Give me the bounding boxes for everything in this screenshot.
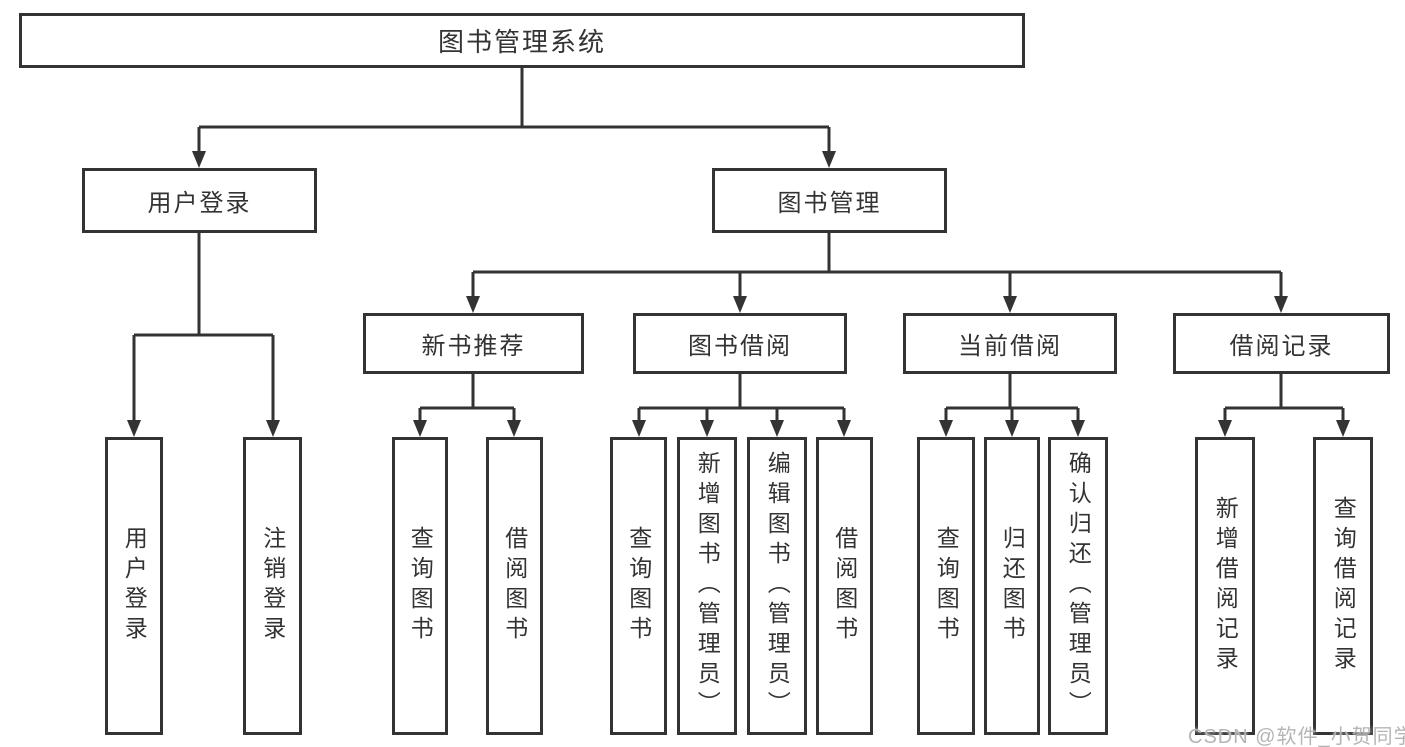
- connector-root: [197, 68, 831, 153]
- node-user-login: 用户登录: [82, 168, 317, 233]
- node-br-query-record: 查询借阅记录: [1313, 437, 1373, 735]
- node-current-borrowing: 当前借阅: [903, 313, 1117, 374]
- node-book-management-label: 图书管理: [777, 190, 882, 217]
- node-nb-query-books-label: 查询图书: [407, 526, 434, 646]
- node-borrowing-records-label: 借阅记录: [1229, 333, 1334, 360]
- node-current-borrowing-label: 当前借阅: [958, 333, 1062, 360]
- node-library-management-system-label: 图书管理系统: [437, 27, 606, 57]
- node-book-borrowing: 图书借阅: [633, 313, 847, 374]
- node-user-login-action: 用户登录: [105, 437, 163, 735]
- node-new-book-recommend: 新书推荐: [363, 313, 584, 374]
- node-borrowing-records: 借阅记录: [1173, 313, 1390, 374]
- node-cb-query-books-label: 查询图书: [933, 526, 960, 646]
- connector-book-management: [471, 233, 1283, 298]
- node-nb-query-books: 查询图书: [392, 437, 448, 735]
- node-bb-edit-books-admin-label: 编辑图书（管理员）: [764, 451, 791, 721]
- node-br-add-record-label: 新增借阅记录: [1212, 496, 1239, 676]
- node-library-management-system: 图书管理系统: [19, 13, 1025, 68]
- node-bb-edit-books-admin: 编辑图书（管理员）: [747, 437, 807, 735]
- connector-new-book-recommend: [418, 374, 516, 422]
- node-cb-return-books-label: 归还图书: [999, 526, 1026, 646]
- arrowheads: [127, 151, 1350, 437]
- node-cb-confirm-return-admin-label: 确认归还（管理员）: [1065, 451, 1092, 721]
- connector-borrowing-records: [1223, 374, 1345, 422]
- node-bb-add-books-admin-label: 新增图书（管理员）: [694, 451, 721, 721]
- node-bb-query-books-label: 查询图书: [625, 526, 652, 646]
- node-user-login-label: 用户登录: [147, 190, 252, 217]
- node-bb-borrow-books-label: 借阅图书: [831, 526, 858, 646]
- connector-current-borrowing: [944, 374, 1080, 422]
- node-bb-borrow-books: 借阅图书: [816, 437, 873, 735]
- node-logout-action: 注销登录: [243, 437, 302, 735]
- node-bb-query-books: 查询图书: [610, 437, 667, 735]
- connector-book-borrowing: [637, 374, 846, 422]
- node-br-query-record-label: 查询借阅记录: [1330, 496, 1357, 676]
- node-br-add-record: 新增借阅记录: [1195, 437, 1255, 735]
- node-nb-borrow-books: 借阅图书: [486, 437, 543, 735]
- node-new-book-recommend-label: 新书推荐: [421, 333, 526, 360]
- csdn-watermark: CSDN @软件_小贺同学: [1188, 726, 1405, 747]
- node-cb-confirm-return-admin: 确认归还（管理员）: [1048, 437, 1108, 735]
- node-book-management: 图书管理: [712, 168, 947, 233]
- node-book-borrowing-label: 图书借阅: [688, 333, 792, 360]
- node-logout-action-label: 注销登录: [259, 526, 286, 646]
- node-user-login-action-label: 用户登录: [121, 526, 148, 646]
- node-nb-borrow-books-label: 借阅图书: [501, 526, 528, 646]
- node-cb-return-books: 归还图书: [984, 437, 1040, 735]
- node-cb-query-books: 查询图书: [917, 437, 975, 735]
- connector-user-login: [132, 233, 275, 422]
- node-bb-add-books-admin: 新增图书（管理员）: [677, 437, 737, 735]
